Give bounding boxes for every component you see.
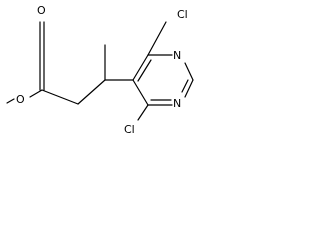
atom-label-o-ester: O (16, 93, 25, 106)
bond-oester-carbonyl (29, 89, 43, 98)
bond-ring-n3-c2 (184, 62, 194, 81)
atom-label-cl-top: Cl (177, 8, 188, 21)
bond-carbonyl-ch2 (41, 89, 79, 105)
bond-ring-c2-n1-inner (181, 79, 189, 93)
bond-layer (6, 21, 194, 121)
atom-label-layer: O O Cl Cl N N (16, 4, 188, 136)
bond-ring-c2-n1 (184, 79, 194, 98)
atom-label-o-carbonyl: O (37, 4, 46, 17)
bond-ring-c6-c5 (132, 79, 149, 106)
bond-ring-c5-c4 (132, 54, 149, 81)
bond-ring-c5-c4-inner (137, 59, 152, 82)
atom-label-n-lower: N (173, 97, 181, 110)
bond-c6-cl (137, 104, 149, 121)
bond-methyl-oester (6, 98, 15, 104)
bond-ch2-ch (77, 79, 106, 105)
chemical-structure-canvas: O O Cl Cl N N (6, 4, 194, 136)
bond-c4-cl (147, 21, 167, 56)
atom-label-n-upper: N (173, 49, 181, 62)
atom-label-cl-bottom: Cl (124, 123, 135, 136)
